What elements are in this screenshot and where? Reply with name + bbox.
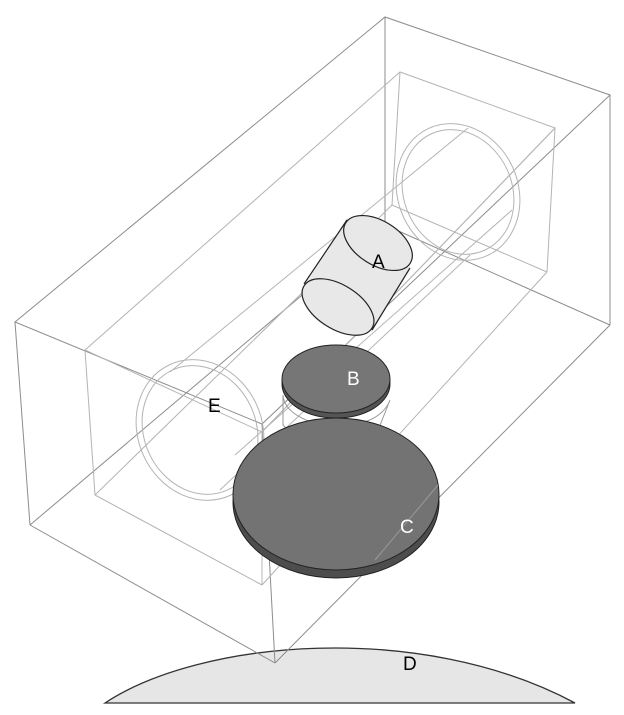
tube-rail-middle <box>234 209 513 456</box>
label-b: B <box>347 369 360 390</box>
object-c-face <box>232 417 440 571</box>
object-e-outer-ring <box>135 359 265 501</box>
object-a-side-left <box>303 219 348 285</box>
object-e-inner-ring <box>141 365 259 495</box>
outer-box-left-vertical <box>14 321 31 526</box>
object-e-aperture <box>135 359 265 501</box>
object-a-body <box>305 218 410 332</box>
inner-box-back-bottom-edge <box>391 204 548 273</box>
label-d: D <box>403 654 417 675</box>
object-a-bottom-cap <box>301 278 375 336</box>
label-c: C <box>400 517 414 538</box>
object-d-surface <box>102 647 576 704</box>
outer-box-bottom-right-edge <box>274 324 611 664</box>
label-e: E <box>208 396 221 417</box>
inner-box-bottom-left-edge <box>94 494 263 586</box>
label-a: A <box>372 252 385 273</box>
inner-box-left-vertical <box>84 349 96 496</box>
object-a-side-right <box>371 267 411 331</box>
inner-box-top-face <box>84 71 556 433</box>
outer-box-bottom-left-edge <box>29 524 276 664</box>
object-c-disc <box>232 417 440 579</box>
back-aperture-ring <box>395 123 521 261</box>
object-b-face <box>281 344 391 414</box>
back-aperture-inner <box>401 129 515 255</box>
back-aperture-outer <box>395 123 521 261</box>
object-a-cylinder <box>301 214 413 336</box>
outer-box-hidden-back-edge <box>384 224 611 326</box>
object-c-overlay-rail <box>374 484 439 561</box>
inner-box-right-vertical <box>546 127 556 273</box>
object-b-disc <box>281 344 391 448</box>
tube-rail-upper <box>169 127 469 373</box>
inner-box-back-vertical <box>391 71 401 206</box>
